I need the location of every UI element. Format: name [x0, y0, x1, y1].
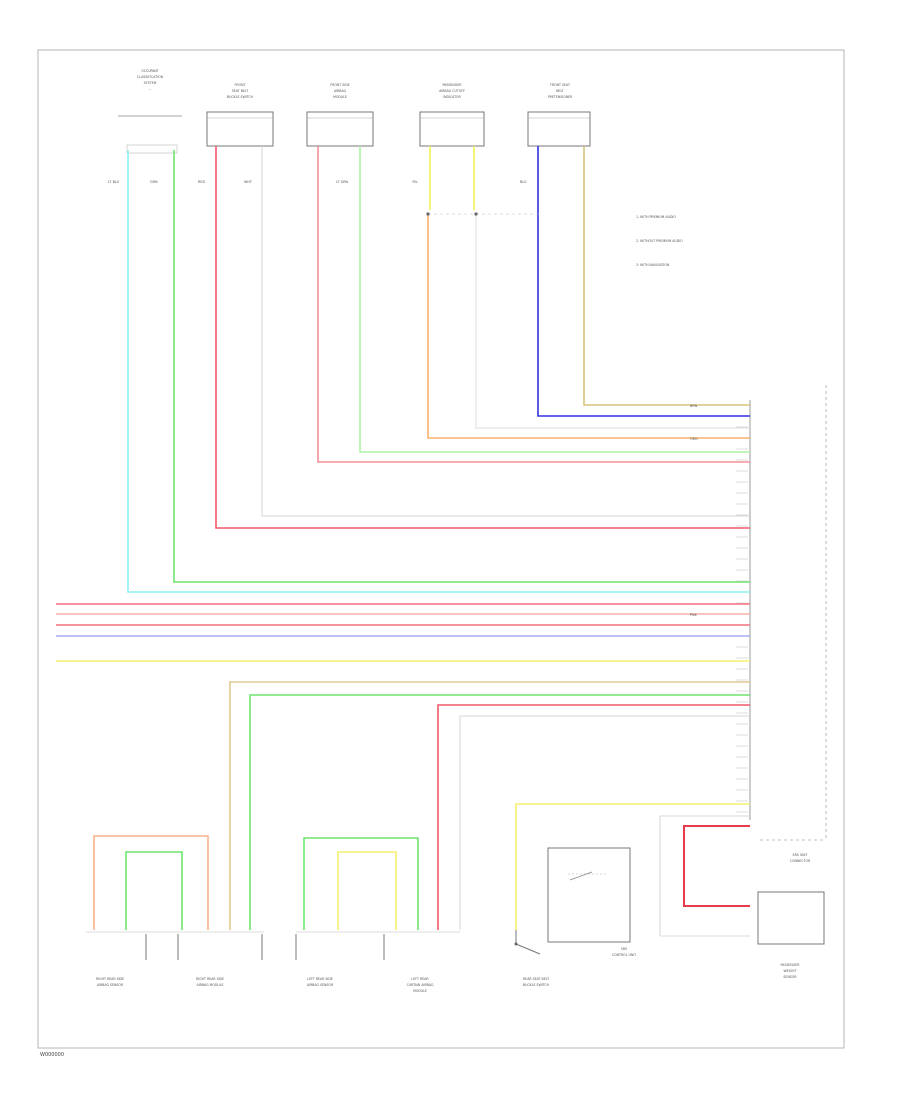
wire-labels: LT BLU GRN RED WHT LT GRN YEL BLU BRN OR… [108, 180, 698, 617]
wire-label-brn: BRN [690, 404, 698, 408]
wire-white-3 [459, 715, 750, 930]
wire-red-1 [215, 146, 750, 529]
wire-green-2 [249, 694, 750, 930]
bottom-component-8-label-2: WEIGHT [784, 969, 797, 973]
bottom-component-1-label-2: AIRBAG SENSOR [97, 983, 124, 987]
bottom-component-3-label-1: LEFT REAR SIDE [307, 977, 333, 981]
wire-label-grn: GRN [150, 180, 158, 184]
wire-label-lt-grn: LT GRN [336, 180, 349, 184]
bottom-component-2-label-1: RIGHT REAR SIDE [196, 977, 224, 981]
wires [56, 146, 750, 936]
top-component-1-label-4: ... [148, 87, 151, 91]
legend: 1. WITH PREMIUM AUDIO 2. WITHOUT PREMIUM… [636, 215, 683, 267]
wire-red-2 [317, 146, 750, 463]
top-component-1-label-2: CLASSIFICATION [137, 75, 164, 79]
wire-label-lt-blu: LT BLU [108, 180, 120, 184]
bottom-component-4-label-2: CURTAIN AIRBAG [407, 983, 434, 987]
diagram-frame [37, 49, 845, 1049]
top-component-1: OCCUPANT CLASSIFICATION SYSTEM ... [118, 69, 182, 154]
bottom-component-3-label-2: AIRBAG SENSOR [307, 983, 334, 987]
wire-yellow-loop [337, 851, 397, 930]
top-component-3: FRONT SIDE AIRBAG MODULE [306, 83, 374, 147]
top-component-5: FRONT SEAT BELT PRETENSIONER [527, 83, 591, 147]
top-component-2-label-3: BUCKLE SWITCH [227, 95, 254, 99]
top-components: OCCUPANT CLASSIFICATION SYSTEM ... FRONT… [118, 69, 591, 154]
wire-green-1 [173, 150, 750, 583]
wire-white-2 [475, 214, 750, 429]
bottom-component-7-label-2: CONNECTOR [790, 859, 811, 863]
bottom-component-6-label-2: CONTROL UNIT [612, 953, 636, 957]
legend-item-2: 2. WITHOUT PREMIUM AUDIO [636, 239, 683, 243]
wire-label-red: RED [198, 180, 205, 184]
bottom-component-5-label-2: BUCKLE SWITCH [523, 983, 550, 987]
top-component-4-label-3: INDICATOR [443, 95, 461, 99]
top-component-5-label-2: BELT [556, 89, 564, 93]
connector-pins [736, 404, 748, 813]
wire-label-yel: YEL [412, 180, 418, 184]
top-component-3-label-2: AIRBAG [334, 89, 347, 93]
top-component-2-label-2: SEAT BELT [232, 89, 248, 93]
wire-tan-2 [229, 681, 750, 930]
wire-lt-green-1 [359, 146, 750, 453]
footer-code: W000000 [40, 1052, 64, 1058]
srs-control-unit: SRS CONTROL UNIT [547, 847, 636, 957]
wire-white-1 [261, 146, 750, 517]
legend-item-1: 1. WITH PREMIUM AUDIO [636, 215, 676, 219]
wire-orange-loop [93, 835, 209, 930]
bottom-component-4-label-1: LEFT REAR [411, 977, 429, 981]
wire-lt-blue-1 [127, 150, 750, 593]
wire-label-blu: BLU [520, 180, 527, 184]
wire-label-pnk: PNK [690, 613, 698, 617]
top-component-5-label-3: PRETENSIONER [548, 95, 573, 99]
wire-orange-1 [427, 214, 750, 439]
legend-item-3: 3. WITH NAVIGATION [636, 263, 670, 267]
wire-green-loop [125, 851, 183, 930]
wire-green-loop-2 [303, 837, 419, 930]
wire-red-5 [437, 704, 750, 930]
passenger-weight-sensor: PASSENGER WEIGHT SENSOR [660, 891, 825, 979]
top-component-3-label-1: FRONT SIDE [330, 83, 349, 87]
wire-label-wht: WHT [244, 180, 253, 184]
rear-seat-belt-switch: REAR SEAT BELT BUCKLE SWITCH [514, 930, 550, 987]
bottom-component-8-label-1: PASSENGER [780, 963, 800, 967]
wire-blue-1 [537, 146, 750, 417]
top-component-1-label-1: OCCUPANT [141, 69, 159, 73]
bottom-component-2-label-2: AIRBAG MODULE [197, 983, 224, 987]
top-component-2: FRONT SEAT BELT BUCKLE SWITCH [206, 83, 274, 147]
top-component-4-label-1: PASSENGER [442, 83, 462, 87]
bottom-component-6-label-1: SRS [621, 947, 627, 951]
bottom-components: RIGHT REAR SIDE AIRBAG SENSOR RIGHT REAR… [86, 847, 825, 993]
top-component-3-label-3: MODULE [333, 95, 347, 99]
bottom-component-4-label-3: MODULE [413, 989, 427, 993]
srs-unit-connector [749, 385, 827, 841]
bottom-component-1-label-1: RIGHT REAR SIDE [96, 977, 124, 981]
top-component-2-label-1: FRONT [235, 83, 246, 87]
wire-label-org: ORG [690, 437, 698, 441]
top-component-4: PASSENGER AIRBAG CUTOFF INDICATOR [419, 83, 485, 147]
wire-yellow-4 [515, 803, 750, 930]
bottom-component-7-label-1: SRS UNIT [793, 853, 808, 857]
splice-area [426, 212, 540, 216]
top-component-1-label-3: SYSTEM [144, 81, 157, 85]
top-component-5-label-1: FRONT SEAT [550, 83, 570, 87]
wire-white-4 [659, 815, 750, 936]
wire-tan-1 [583, 146, 750, 406]
bottom-component-5-label-1: REAR SEAT BELT [523, 977, 549, 981]
wire-red-6 [683, 825, 750, 907]
top-component-4-label-2: AIRBAG CUTOFF [439, 89, 465, 93]
bottom-component-8-label-3: SENSOR [783, 975, 797, 979]
